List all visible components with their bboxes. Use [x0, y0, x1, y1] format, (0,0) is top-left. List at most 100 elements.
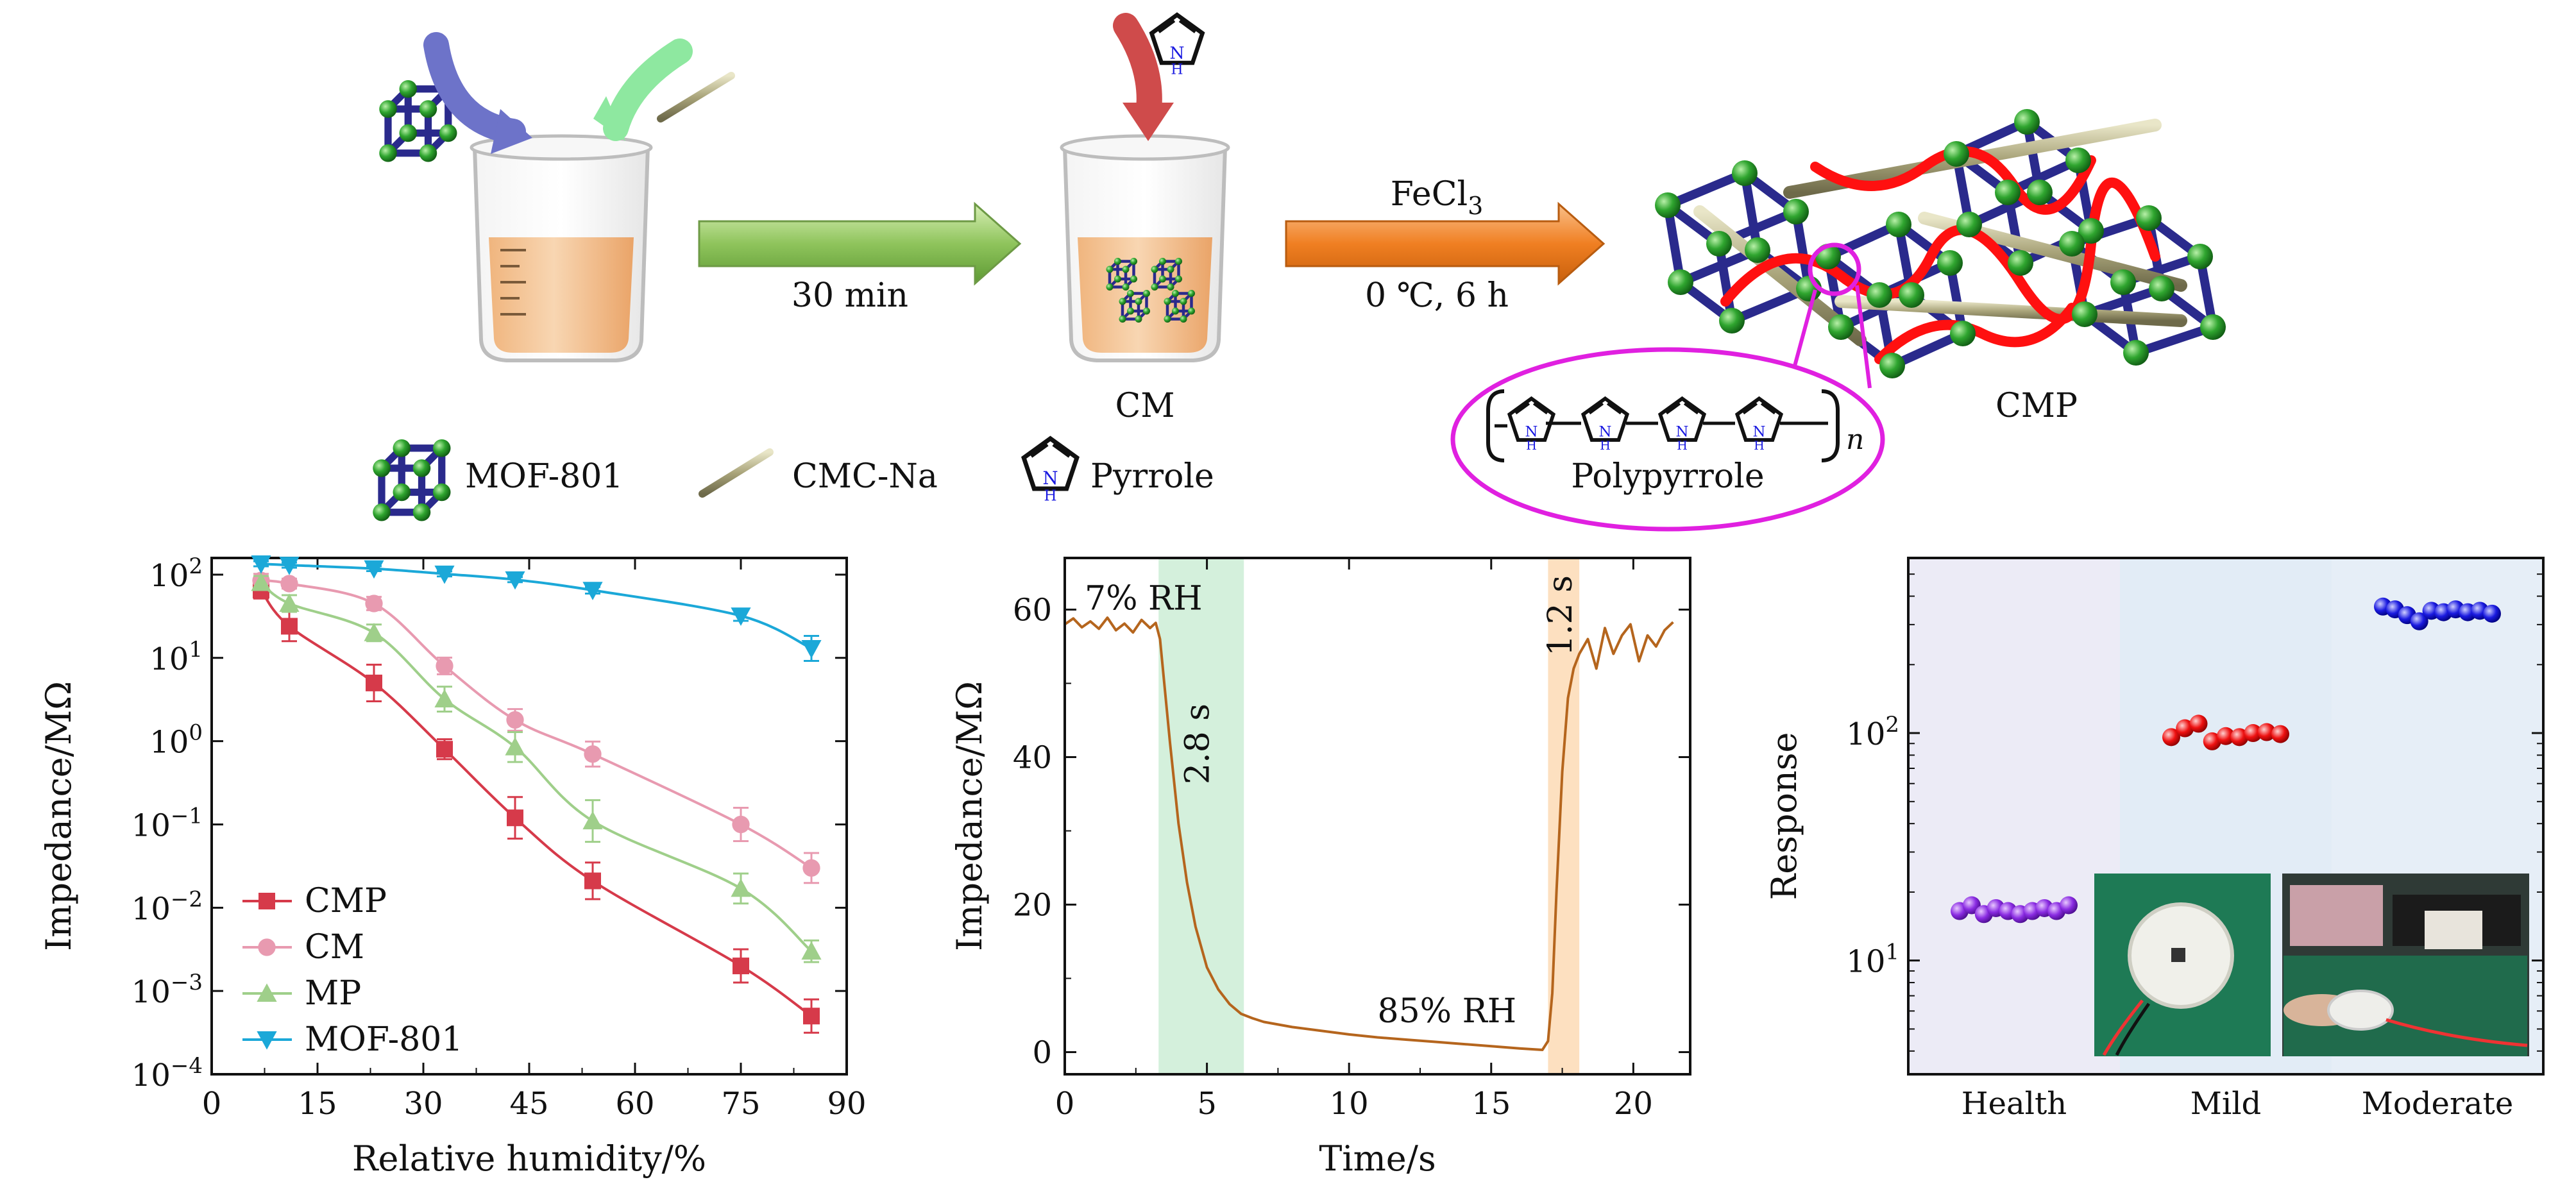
y-tick-label: 101 [149, 637, 203, 677]
x-tick-label: 15 [1471, 1086, 1511, 1122]
svg-text:FeCl3: FeCl3 [1391, 175, 1484, 220]
y-axis-title: Response [1764, 732, 1804, 900]
tick-base: 10 [1846, 944, 1885, 980]
marker-circle [802, 859, 820, 877]
series-line [260, 581, 813, 952]
zoom-circle [1808, 242, 1861, 296]
cm-label: CM [1115, 387, 1174, 425]
tick-base: 10 [131, 974, 171, 1010]
legend-label-mp: MP [305, 974, 361, 1013]
legend-pyrrole-icon [1024, 439, 1077, 505]
legend-mof-icon [373, 439, 450, 521]
tick-exponent: 1 [189, 637, 203, 663]
data-point [2217, 727, 2235, 745]
marker-triangle-down [364, 560, 384, 579]
legend-label-cmp: CMP [305, 882, 387, 920]
data-point [2176, 719, 2194, 738]
series-cmp [253, 580, 820, 1034]
sensor-chip [2171, 948, 2185, 962]
marker-circle [280, 575, 298, 593]
x-tick-label: 0 [202, 1086, 222, 1122]
tick-base: 10 [149, 725, 189, 761]
data-point [2483, 604, 2501, 623]
plot-frame [1907, 557, 2545, 1076]
polypyrrole-label: Polypyrrole [1571, 457, 1764, 496]
x-tick-label: 0 [1055, 1086, 1075, 1122]
band-label-2: 1.2 s [1541, 575, 1580, 656]
arrow-30min-label: 30 min [792, 276, 908, 315]
y-tick-label: 100 [149, 720, 203, 761]
tick-base: 10 [149, 558, 189, 594]
monitor-screen [2290, 885, 2383, 946]
marker-square [436, 741, 453, 758]
marker-triangle-up [582, 811, 603, 830]
legend-label-cm: CM [305, 928, 364, 967]
tick-exponent: −1 [171, 803, 203, 829]
marker-circle [436, 657, 453, 675]
series-cm [252, 571, 820, 884]
data-point [2203, 732, 2221, 750]
device-photo-1 [2094, 874, 2271, 1056]
green-curved-arrow [603, 38, 693, 141]
y-axis-title: Impedance/MΩ [949, 681, 990, 951]
usb-hub [2425, 911, 2482, 949]
synthesis-scheme: 30 min CM FeCl3 0 ℃, 6 h [373, 15, 2226, 532]
marker-square [803, 1008, 820, 1025]
y-tick-label: 102 [1846, 712, 1899, 752]
data-point [2244, 724, 2262, 743]
x-tick-label: 10 [1330, 1086, 1369, 1122]
marker-circle [506, 711, 524, 729]
marker-square [258, 893, 275, 909]
x-tick-label: 30 [403, 1086, 443, 1122]
tick-exponent: −2 [171, 886, 203, 912]
legend-cmc-label: CMC-Na [792, 457, 938, 496]
x-axis-title: Time/s [1319, 1138, 1436, 1179]
y-axis-title: Impedance/MΩ [38, 681, 79, 951]
marker-triangle-up [505, 737, 525, 756]
annotation-1: 7% RH [1085, 580, 1203, 618]
fecl3-label: FeCl [1391, 175, 1468, 214]
fecl3-subscript: 3 [1468, 192, 1483, 220]
x-tick-label: 75 [721, 1086, 760, 1122]
y-tick-label: 102 [149, 553, 203, 594]
marker-triangle-down [279, 557, 300, 575]
legend-mof-label: MOF-801 [465, 457, 623, 496]
tick-base: 10 [131, 807, 171, 843]
marker-triangle-down [731, 607, 751, 626]
arrow-30min: 30 min [698, 201, 1022, 315]
tick-exponent: 0 [189, 720, 203, 746]
annotation-2: 85% RH [1378, 992, 1517, 1031]
data-point [2060, 896, 2078, 915]
x-axis-title: Relative humidity/% [352, 1138, 706, 1179]
data-point [2257, 723, 2276, 741]
y-tick-label: 10−4 [131, 1053, 203, 1093]
wire-black [2115, 1002, 2151, 1056]
sensor-disc [2327, 990, 2394, 1031]
y-tick-label: 10−3 [131, 970, 203, 1010]
x-tick-label: 90 [827, 1086, 866, 1122]
marker-triangle-up [364, 623, 384, 641]
x-tick-label: 45 [509, 1086, 548, 1122]
series-mof-801 [251, 555, 822, 662]
polypyrrole-callout: n Polypyrrole [1450, 347, 1885, 532]
y-tick-label: 0 [1032, 1035, 1052, 1071]
reaction-conditions-label: 0 ℃, 6 h [1365, 276, 1509, 315]
series-line [260, 562, 812, 650]
response-band-1 [1158, 558, 1244, 1074]
tick-base: 10 [131, 1058, 171, 1093]
tick-base: 10 [1846, 716, 1885, 752]
cmc-na-rod-icon [657, 72, 735, 122]
tick-exponent: 2 [189, 553, 203, 579]
data-point [2189, 714, 2208, 733]
marker-triangle-up [279, 593, 300, 612]
polymer-subscript-n: n [1846, 423, 1864, 456]
marker-triangle-up [801, 941, 822, 960]
cmp-network-illustration [1655, 109, 2226, 389]
series-line [260, 579, 813, 870]
marker-circle [584, 745, 602, 763]
pyrrole-icon-top [1151, 15, 1202, 78]
x-tick-label: 5 [1197, 1086, 1217, 1122]
